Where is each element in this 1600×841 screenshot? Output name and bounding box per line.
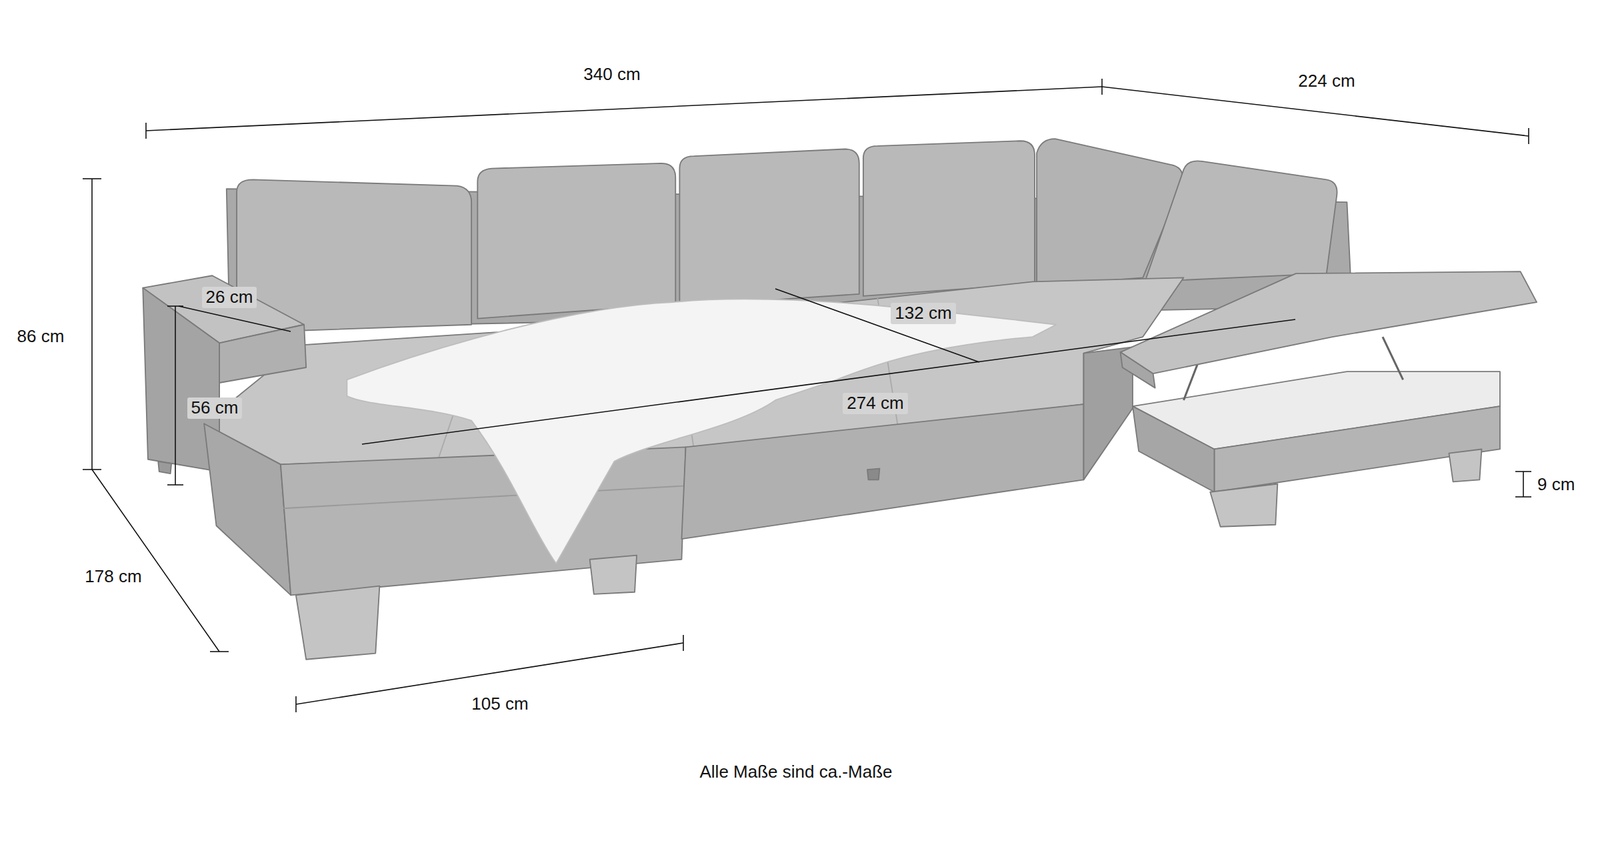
dimension-label: 178 cm xyxy=(84,566,142,587)
dimension-label: 340 cm xyxy=(583,64,640,85)
dimension-label: 105 cm xyxy=(471,694,528,714)
dimension-lines xyxy=(82,78,1532,712)
dimension-label: 86 cm xyxy=(17,326,65,347)
dimension-label: 26 cm xyxy=(202,286,258,308)
dimension-label: 132 cm xyxy=(890,302,956,324)
dimension-label: 274 cm xyxy=(842,392,908,414)
caption: Alle Maße sind ca.-Maße xyxy=(700,762,893,782)
dimension-label: 9 cm xyxy=(1537,474,1575,495)
dimension-label: 224 cm xyxy=(1298,71,1355,92)
dimension-label: 56 cm xyxy=(187,397,243,419)
